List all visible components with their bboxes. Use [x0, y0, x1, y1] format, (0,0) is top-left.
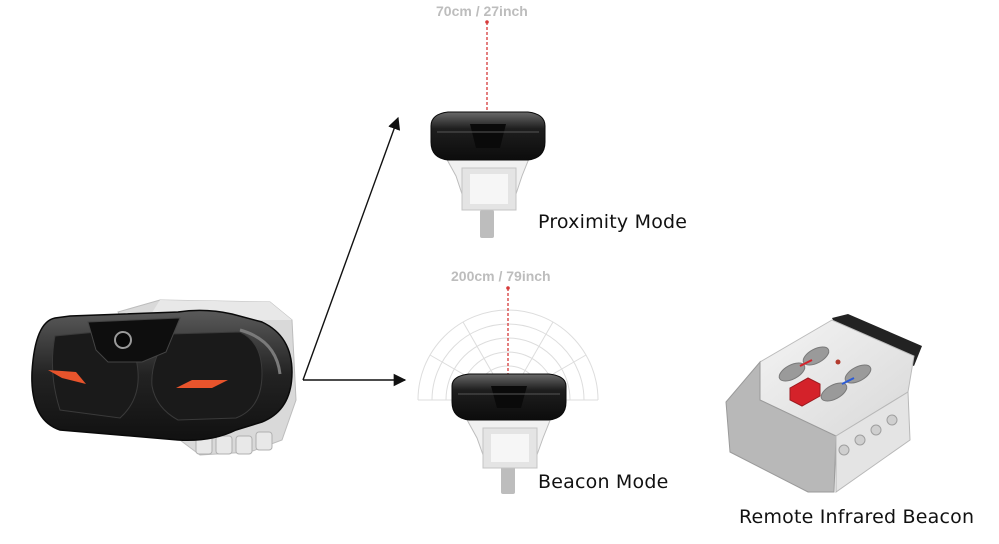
right-eye-accent: [176, 380, 228, 388]
channel-selector-icon: [789, 377, 821, 407]
proximity-range-line: [485, 20, 489, 112]
proximity-sensor: [430, 111, 546, 238]
sensor-button-icon: [114, 331, 132, 349]
beacon-mode-label: Beacon Mode: [538, 471, 669, 493]
arrow-to-proximity: [302, 116, 401, 381]
remote-infrared-beacon: [725, 314, 922, 493]
remote-beacon-label: Remote Infrared Beacon: [739, 506, 975, 528]
proximity-range-label: 70cm / 27inch: [436, 3, 528, 19]
connector-pegs: [195, 431, 273, 455]
beacon-sensor: [451, 373, 567, 494]
beacon-range-label: 200cm / 79inch: [451, 268, 551, 284]
proximity-mode-label: Proximity Mode: [538, 211, 688, 233]
left-eye-accent: [48, 370, 86, 384]
beacon-range-line: [506, 286, 510, 376]
led-icon: [835, 359, 841, 365]
ir-sensor-main: [31, 299, 297, 456]
